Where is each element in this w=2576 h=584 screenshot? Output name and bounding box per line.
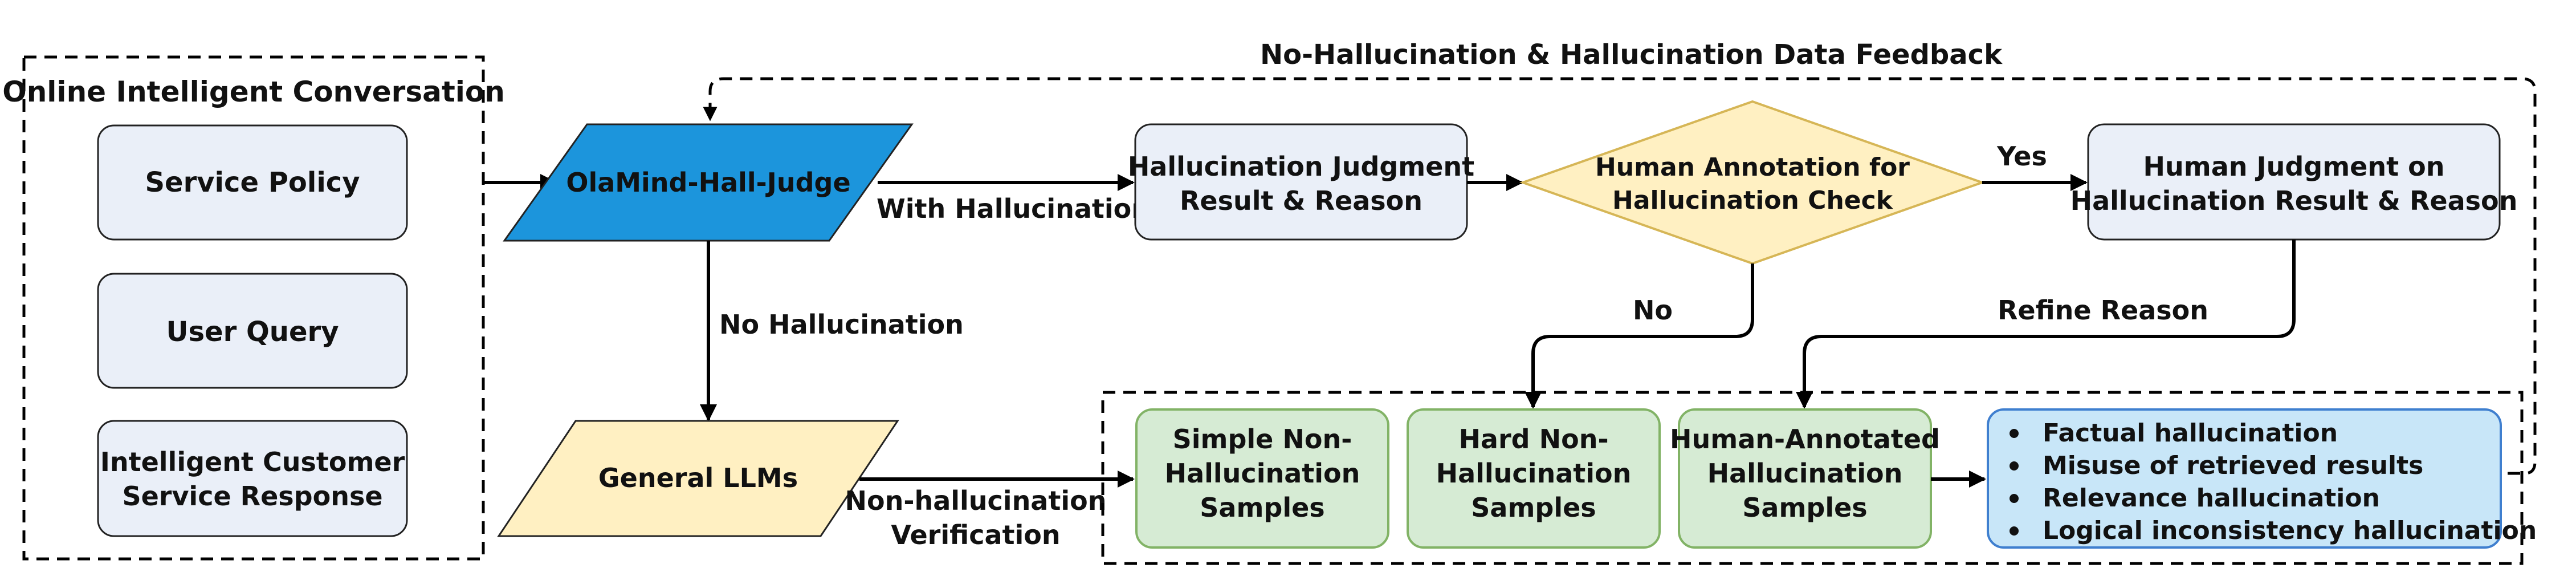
human-annotation-line2: Hallucination Check [1612,186,1894,215]
online-conversation-group [22,55,485,561]
feedback-label: No-Hallucination & Hallucination Data Fe… [1260,39,2003,71]
customer-service-response-box [97,420,408,537]
annotated-samples-line1: Human-Annotated [1670,424,1940,455]
general-llms-label: General LLMs [598,463,798,493]
hard-samples-box [1408,409,1660,548]
customer-service-response-line2: Service Response [122,481,382,512]
hallucination-types-outline [1987,408,2502,549]
hallucination-type-item: Factual hallucination [2043,419,2338,448]
edge-annotation-no [1525,263,1754,409]
simple-samples-line3: Samples [1200,492,1324,523]
hard-samples-outline [1407,408,1661,549]
simple-samples-outline [1135,408,1389,549]
yes-label: Yes [1996,141,2047,172]
annotated-samples-line2: Hallucination [1707,458,1903,489]
service-policy-box [97,124,408,241]
simple-samples-line1: Simple Non- [1173,424,1352,455]
olamind-hall-judge-label: OlaMind-Hall-Judge [566,167,850,198]
hard-samples-line3: Samples [1471,492,1596,523]
hard-samples-line1: Hard Non- [1458,424,1608,455]
hallucination-type-item: Relevance hallucination [2043,484,2380,513]
user-query-box [97,273,408,389]
human-annotation-decision [1523,102,1982,263]
bullet-icon [2010,429,2019,438]
edge-feedback-loop [703,77,2537,475]
verification-line2: Verification [891,520,1060,550]
general-llms-node [497,420,899,537]
refine-reason-label: Refine Reason [1998,295,2208,326]
no-hallucination-label: No Hallucination [719,309,964,340]
hallucination-types-box [1988,409,2501,548]
with-hallucination-label: With Hallucination [877,193,1150,224]
simple-samples-box [1136,409,1388,548]
judgment-result-box [1134,123,1468,241]
online-conversation-title: Online Intelligent Conversation [2,75,505,108]
no-label: No [1633,295,1673,326]
olamind-hall-judge-node [503,123,914,242]
bullet-icon [2010,461,2019,471]
samples-group [1101,391,2524,565]
bullet-icon [2010,526,2019,536]
judgment-result-line2: Result & Reason [1180,185,1422,216]
user-query-label: User Query [166,316,339,348]
human-judgment-line1: Human Judgment on [2143,151,2445,182]
hallucination-type-item: Logical inconsistency hallucination [2043,516,2537,545]
judgment-result-line1: Hallucination Judgment [1128,151,1474,182]
annotated-samples-box [1679,409,1931,548]
verification-line1: Non-hallucination [845,485,1107,516]
human-judgment-box [2087,123,2501,241]
human-annotation-line1: Human Annotation for [1595,153,1910,182]
bullet-icon [2010,494,2019,503]
simple-samples-line2: Hallucination [1165,458,1360,489]
human-judgment-line2: Hallucination Result & Reason [2070,185,2518,216]
edge-refine-reason [1796,240,2296,409]
annotated-samples-line3: Samples [1742,492,1867,523]
hard-samples-line2: Hallucination [1436,458,1632,489]
hallucination-type-item: Misuse of retrieved results [2043,451,2423,480]
service-policy-label: Service Policy [145,167,360,198]
customer-service-response-line1: Intelligent Customer [100,447,405,477]
